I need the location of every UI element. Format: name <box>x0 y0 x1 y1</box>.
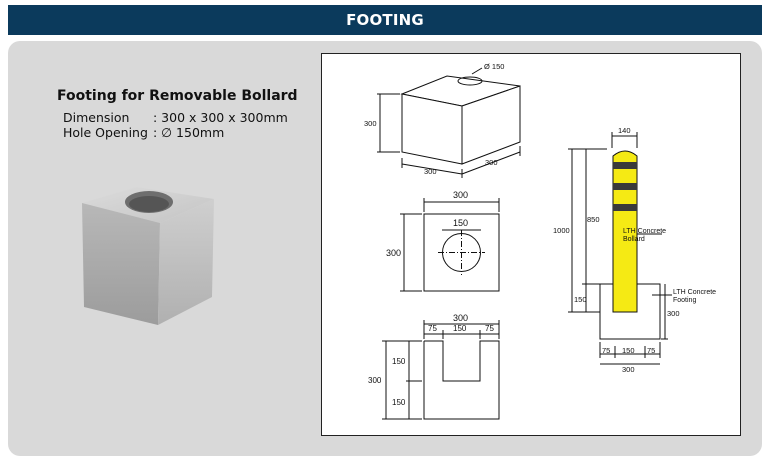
footing-label-line1: LTH Concrete <box>673 289 716 296</box>
bollard-total-label: 1000 <box>553 226 570 235</box>
spec-hole-opening: Hole Opening : ∅ 150mm <box>63 125 288 140</box>
page-header: FOOTING <box>8 5 762 35</box>
spec-dimension: Dimension : 300 x 300 x 300mm <box>63 110 288 125</box>
footing-height-label: 300 <box>667 309 680 318</box>
iso-view <box>377 67 521 178</box>
spec-value: : ∅ 150mm <box>153 125 225 140</box>
section-upper-label: 150 <box>392 357 406 366</box>
spec-label: Hole Opening <box>63 125 148 140</box>
block-right-face <box>158 199 214 325</box>
drawing-canvas: Ø 150 300 300 300 300 300 150 300 75 150… <box>364 62 716 420</box>
section-total-label: 300 <box>368 376 382 385</box>
bollard-top-label: 140 <box>618 126 631 135</box>
iso-hole-label: Ø 150 <box>484 62 504 71</box>
iso-depth-label: 300 <box>485 158 498 167</box>
section-right-label: 75 <box>485 324 494 333</box>
section-left-label: 75 <box>428 324 437 333</box>
footing-label-line2: Footing <box>673 297 696 304</box>
plan-width-label: 300 <box>453 190 468 200</box>
bollard-bottom-mid-label: 150 <box>622 346 635 355</box>
section-mid-label: 150 <box>453 324 467 333</box>
bollard-bottom-left-label: 75 <box>602 346 610 355</box>
plan-height-label: 300 <box>386 248 401 258</box>
bollard-body <box>600 150 660 313</box>
technical-drawing: Ø 150 300 300 300 300 300 150 300 75 150… <box>321 53 741 436</box>
bollard-above-label: 850 <box>587 215 600 224</box>
bollard-bottom-right-label: 75 <box>647 346 655 355</box>
spec-label: Dimension <box>63 110 130 125</box>
plan-view <box>400 198 500 292</box>
bollard-label-line1: LTH Concrete <box>623 228 666 235</box>
block-left-face <box>82 203 160 325</box>
iso-height-label: 300 <box>364 119 377 128</box>
bollard-bottom-total-label: 300 <box>622 365 635 374</box>
section-lower-label: 150 <box>392 398 406 407</box>
footing-block-image <box>82 187 214 325</box>
iso-width-label: 300 <box>424 167 437 176</box>
header-title: FOOTING <box>346 11 424 29</box>
section-width-label: 300 <box>453 313 468 323</box>
plan-hole-label: 150 <box>453 218 468 228</box>
product-title: Footing for Removable Bollard <box>57 88 298 104</box>
bollard-label-line2: Bollard <box>623 236 645 243</box>
spec-value: : 300 x 300 x 300mm <box>153 110 288 125</box>
drawing-labels: Ø 150 300 300 300 300 300 150 300 75 150… <box>364 62 716 407</box>
section-view <box>382 320 500 420</box>
bollard-embed-label: 150 <box>574 295 587 304</box>
product-specs: Dimension : 300 x 300 x 300mm Hole Openi… <box>63 110 288 140</box>
